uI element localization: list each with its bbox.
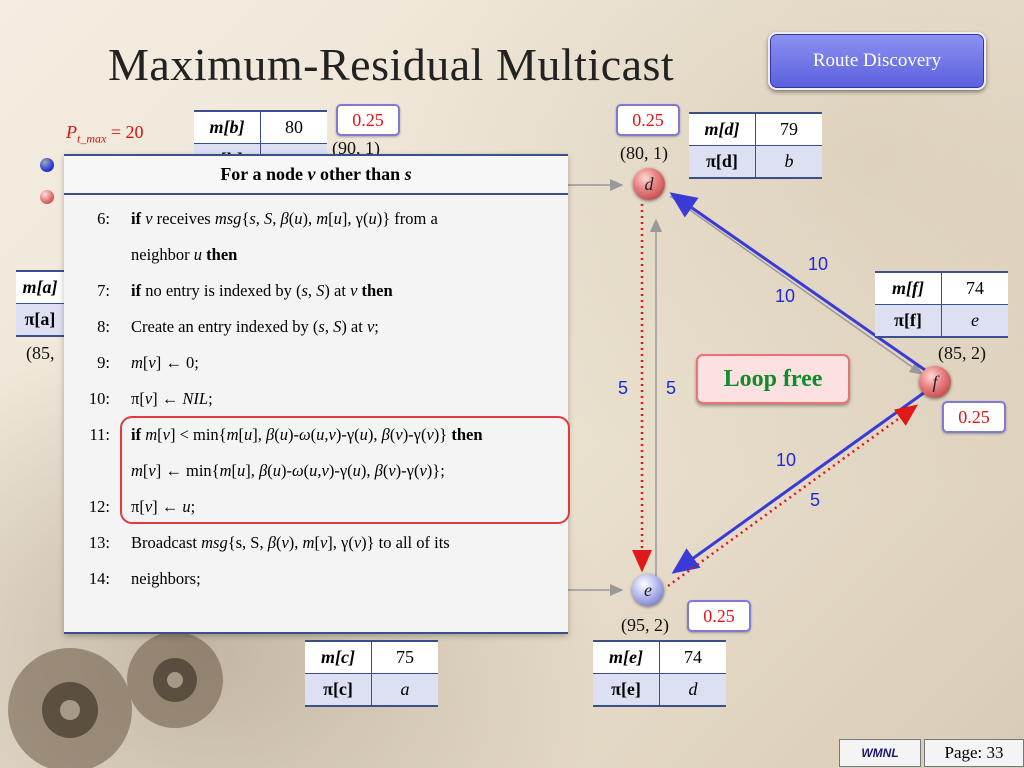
coord-a: (85,: [26, 343, 55, 363]
node-d[interactable]: d: [633, 168, 665, 200]
algorithm-line: 6: if v receives msg{s, S, β(u), m[u], γ(…: [64, 204, 568, 234]
table-e-pi-key: π[e]: [593, 673, 660, 707]
table-node-a: m[a] π[a]: [16, 270, 65, 337]
edge-label-d-e-right: 5: [666, 378, 677, 398]
table-node-d: m[d] 79 π[d]b: [689, 112, 822, 179]
line-number: 13:: [88, 533, 110, 552]
table-a-m-key: m[a]: [22, 277, 58, 297]
node-e[interactable]: e: [632, 574, 664, 606]
line-text: if m[v] < min{m[u], β(u)-ω(u,v)-γ(u), β(…: [131, 425, 483, 444]
line-number: 7:: [97, 281, 110, 300]
line-number: 12:: [88, 497, 110, 516]
table-c-m-value: 75: [371, 640, 438, 674]
line-text: π[v] ← NIL;: [131, 389, 213, 408]
coord-d: (80, 1): [620, 143, 668, 163]
table-c-pi-key: π[c]: [305, 673, 372, 707]
header-pre: For a node: [220, 164, 308, 184]
header-v: v: [307, 164, 316, 184]
route-discovery-button[interactable]: Route Discovery: [768, 32, 986, 90]
algorithm-line: 11: if m[v] < min{m[u], β(u)-ω(u,v)-γ(u),…: [64, 420, 568, 450]
table-d-m-value: 79: [755, 112, 822, 146]
p-value: = 20: [106, 122, 144, 142]
algorithm-line: 13: Broadcast msg{s, S, β(v), m[v], γ(v)}…: [64, 528, 568, 558]
p-t-max-label: Pt_max = 20: [66, 122, 143, 147]
p-symbol: P: [66, 122, 77, 142]
prob-tag-d: 0.25: [616, 104, 680, 136]
wmnl-logo: WMNL: [839, 739, 921, 767]
coord-b: (90, 1): [332, 138, 380, 158]
edge-label-e-f-inner: 5: [810, 490, 821, 510]
table-c-m-key: m[c]: [321, 647, 355, 667]
line-number: 9:: [97, 353, 110, 372]
table-node-c: m[c] 75 π[c]a: [305, 640, 438, 707]
line-text: if v receives msg{s, S, β(u), m[u], γ(u)…: [131, 209, 438, 228]
line-number: 14:: [88, 569, 110, 588]
edge-red-e-f: [667, 404, 919, 588]
loop-free-callout: Loop free: [696, 354, 850, 404]
algorithm-line: 10: π[v] ← NIL;: [64, 384, 568, 414]
algorithm-box: For a node v other than s 6: if v receive…: [64, 154, 568, 634]
table-d-pi-key: π[d]: [689, 145, 756, 179]
line-text: Create an entry indexed by (s, S) at v;: [131, 317, 379, 336]
table-b-m-value: 80: [260, 110, 327, 144]
algorithm-line: 9: m[v] ← 0;: [64, 348, 568, 378]
slide-title: Maximum-Residual Multicast: [108, 39, 675, 90]
gears-decoration: [8, 632, 223, 768]
edge-label-d-f-outer: 10: [808, 254, 829, 274]
table-d-pi-value: b: [755, 145, 822, 179]
prob-tag-f: 0.25: [942, 401, 1006, 433]
table-node-f: m[f] 74 π[f]e: [875, 271, 1008, 338]
table-b-m-key: m[b]: [209, 117, 245, 137]
line-text: neighbors;: [131, 569, 201, 588]
algorithm-line: m[v] ← min{m[u], β(u)-ω(u,v)-γ(u), β(v)-…: [64, 456, 568, 486]
line-text: π[v] ← u;: [131, 497, 196, 516]
table-e-pi-value: d: [659, 673, 726, 707]
table-d-m-key: m[d]: [704, 119, 740, 139]
table-node-e: m[e] 74 π[e]d: [593, 640, 726, 707]
edge-blue-f-e: [671, 390, 926, 574]
line-number: 6:: [97, 209, 110, 228]
coord-e: (95, 2): [621, 615, 669, 635]
table-f-m-value: 74: [941, 271, 1008, 305]
algorithm-header: For a node v other than s: [64, 156, 568, 195]
p-subscript: t_max: [77, 131, 107, 146]
page-number: Page: 33: [924, 739, 1024, 767]
prob-tag-b: 0.25: [336, 104, 400, 136]
line-number: 10:: [88, 389, 110, 408]
line-text: Broadcast msg{s, S, β(v), m[v], γ(v)} to…: [131, 533, 450, 552]
table-e-m-value: 74: [659, 640, 726, 674]
header-s: s: [404, 164, 412, 184]
edge-gray-d-f: [669, 195, 924, 375]
algorithm-line: 14: neighbors;: [64, 564, 568, 594]
algorithm-line: 12: π[v] ← u;: [64, 492, 568, 522]
line-text: neighbor u then: [131, 245, 238, 264]
prob-tag-e: 0.25: [687, 600, 751, 632]
node-f[interactable]: f: [919, 366, 951, 398]
line-text: if no entry is indexed by (s, S) at v th…: [131, 281, 393, 300]
edge-blue-f-d: [669, 192, 926, 372]
table-e-m-key: m[e]: [609, 647, 643, 667]
line-number: 11:: [89, 425, 110, 444]
legend-bullet-red: [40, 190, 54, 204]
table-f-pi-key: π[f]: [875, 304, 942, 338]
table-f-m-key: m[f]: [892, 278, 924, 298]
algorithm-line: 7: if no entry is indexed by (s, S) at v …: [64, 276, 568, 306]
algorithm-line: 8: Create an entry indexed by (s, S) at v…: [64, 312, 568, 342]
line-text: m[v] ← 0;: [131, 353, 199, 372]
line-number: 8:: [97, 317, 110, 336]
algorithm-line: neighbor u then: [64, 240, 568, 270]
edge-label-e-f-outer: 10: [776, 450, 797, 470]
coord-f: (85, 2): [938, 343, 986, 363]
highlight-line-11: [120, 416, 570, 524]
table-c-pi-value: a: [371, 673, 438, 707]
line-text: m[v] ← min{m[u], β(u)-ω(u,v)-γ(u), β(v)-…: [131, 461, 445, 480]
header-mid: other than: [315, 164, 405, 184]
table-a-pi-key: π[a]: [16, 303, 65, 337]
table-f-pi-value: e: [941, 304, 1008, 338]
edge-label-d-f-inner: 10: [775, 286, 796, 306]
legend-bullet-blue: [40, 158, 54, 172]
edge-label-d-e-left: 5: [618, 378, 629, 398]
